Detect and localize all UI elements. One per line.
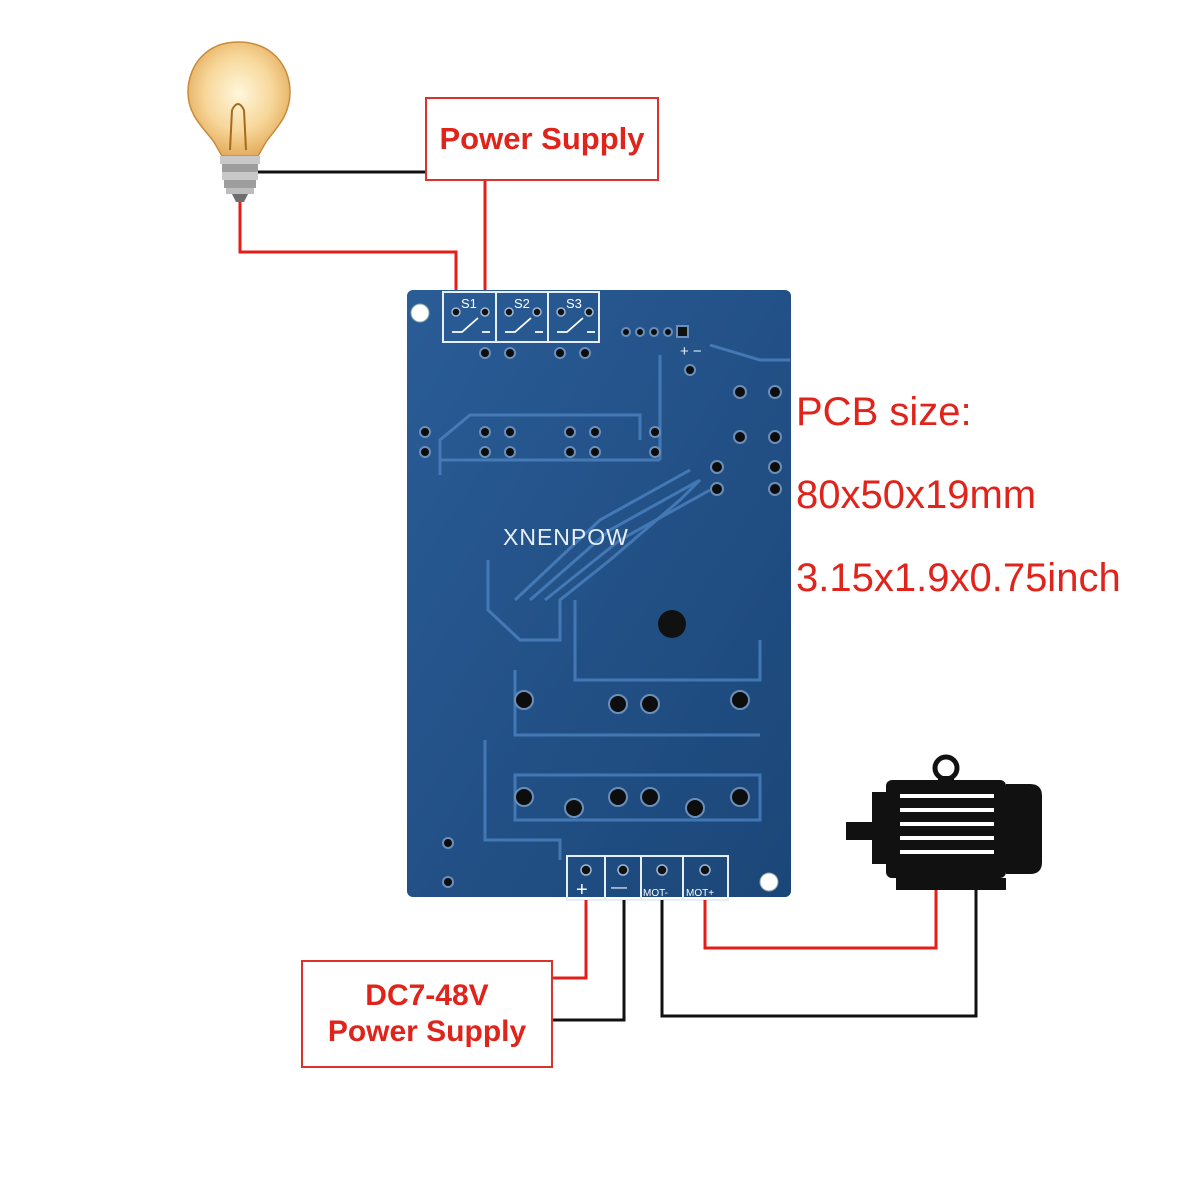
switch-label-s2: S2 — [514, 296, 530, 311]
terminal-plus: + — [576, 879, 588, 901]
pcb-brand: XNENPOW — [503, 524, 629, 550]
switch-label-s1: S1 — [461, 296, 477, 311]
dc-voltage-label: DC7-48V — [365, 979, 489, 1012]
dc-power-supply-box: DC7-48V Power Supply — [301, 960, 553, 1068]
dc-red-wire — [553, 900, 588, 980]
terminal-minus: — — [611, 879, 627, 896]
top-wiring — [238, 170, 487, 305]
pcb-polarity-mark: + − — [680, 343, 702, 360]
motor-black-wire — [660, 888, 978, 1018]
bottom-wiring — [553, 888, 978, 1022]
top-power-supply-box: Power Supply — [425, 97, 659, 181]
mount-hole-bottom-right — [759, 872, 779, 892]
motor-icon — [846, 754, 1042, 890]
power-motor-terminals: + — MOT- MOT+ — [566, 855, 729, 901]
terminal-mot-plus: MOT+ — [686, 888, 714, 899]
top-power-supply-label: Power Supply — [439, 121, 645, 156]
dc-power-supply-label: Power Supply — [327, 1015, 527, 1048]
switch-terminals: S1 S2 S3 — [442, 291, 600, 343]
pcb-board: + − XNENPOW S1 S2 S3 — [407, 290, 791, 901]
terminal-mot-minus: MOT- — [643, 888, 668, 899]
switch-label-s3: S3 — [566, 296, 582, 311]
light-bulb-icon — [187, 41, 291, 202]
pcb-size-inch: 3.15x1.9x0.75inch — [796, 556, 1121, 600]
dc-black-wire — [553, 900, 626, 1022]
pcb-size-title: PCB size: — [796, 390, 972, 434]
motor-red-wire — [703, 888, 938, 950]
bulb-red-wire — [238, 202, 458, 305]
pcb-size-mm: 80x50x19mm — [796, 473, 1037, 517]
mount-hole-top-left — [410, 303, 430, 323]
pcb-hole-center — [658, 610, 686, 638]
